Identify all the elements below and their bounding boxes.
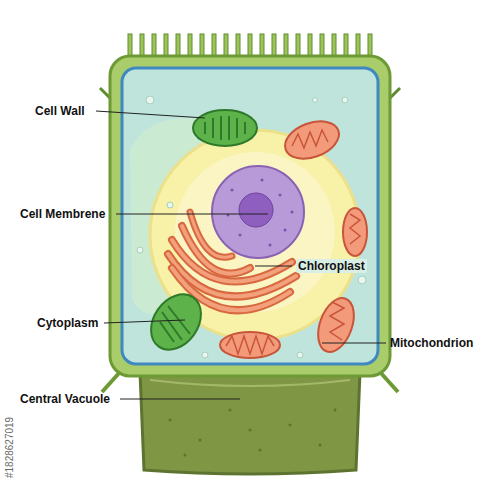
- mitochondrion-shape: [220, 114, 367, 358]
- cell-base: [102, 372, 398, 474]
- part-label: Cytoplasm: [37, 316, 98, 330]
- nucleus-dots: [227, 179, 294, 247]
- part-label: Cell Wall: [35, 104, 85, 118]
- part-label: Mitochondrion: [390, 336, 473, 350]
- part-label: Chloroplast: [296, 259, 367, 273]
- part-label: Cell Membrene: [20, 207, 105, 221]
- nucleolus: [239, 193, 273, 227]
- nucleus: [212, 166, 304, 258]
- cell-membrane: [122, 68, 378, 364]
- chloroplast-shape: [141, 110, 257, 359]
- cell-wall: [110, 56, 390, 376]
- part-label: Central Vacuole: [20, 392, 110, 406]
- vesicles: [137, 96, 366, 358]
- leader-lines: [96, 111, 386, 399]
- watermark: #1828627019: [4, 417, 16, 478]
